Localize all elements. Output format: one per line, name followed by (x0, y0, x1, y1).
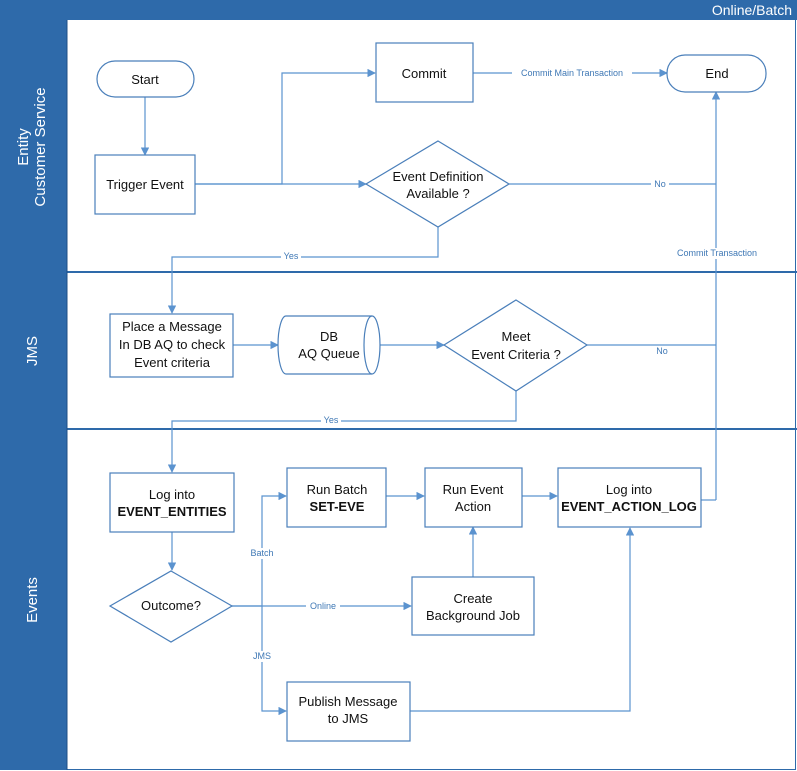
label-bg-yes-2 (321, 415, 341, 426)
publish-message-line-2: to JMS (328, 711, 369, 726)
label-bg-commit-transaction (670, 248, 764, 259)
label-bg-no-1 (651, 179, 669, 190)
edge-outcome-jms (261, 606, 287, 716)
label-bg-yes-1 (281, 251, 301, 262)
db-aq-queue-node (277, 315, 381, 375)
place-message-line-3: Event criteria (134, 355, 211, 370)
outcome-label: Outcome? (141, 598, 201, 613)
log-action-log-line-2: EVENT_ACTION_LOG (561, 499, 697, 514)
log-action-log-line-1: Log into (606, 482, 652, 497)
edge-label-jms: JMS (253, 651, 271, 661)
run-event-action-line-2: Action (455, 499, 491, 514)
create-background-job-line-2: Background Job (426, 608, 520, 623)
pool-title: Online/Batch (712, 2, 792, 18)
commit-node (375, 42, 474, 103)
end-node (666, 54, 767, 93)
run-batch-line-2: SET-EVE (310, 499, 365, 514)
edge-label-yes-1: Yes (284, 251, 299, 261)
pool-header (0, 0, 797, 20)
event-definition-decision (364, 140, 511, 228)
log-action-log-node (557, 467, 702, 528)
label-bg-no-2 (653, 346, 671, 357)
edge-definition-yes (167, 227, 439, 314)
db-aq-queue-line-1: DB (320, 329, 338, 344)
label-bg-batch (248, 548, 276, 559)
edge-criteria-yes (167, 391, 517, 473)
create-background-job-line-1: Create (453, 591, 492, 606)
place-message-node (109, 313, 234, 378)
log-entities-line-2: EVENT_ENTITIES (117, 504, 226, 519)
edge-label-yes-2: Yes (324, 415, 339, 425)
commit-label: Commit (402, 66, 447, 81)
place-message-line-1: Place a Message (122, 319, 222, 334)
edge-label-no-2: No (656, 346, 668, 356)
edge-label-commit-transaction: Commit Transaction (677, 248, 757, 258)
run-event-action-line-1: Run Event (443, 482, 504, 497)
start-label: Start (131, 72, 159, 87)
db-aq-queue-line-2: AQ Queue (298, 346, 359, 361)
trigger-event-label: Trigger Event (106, 177, 184, 192)
trigger-event-node (94, 154, 196, 215)
label-bg-jms (251, 651, 273, 662)
edge-label-batch: Batch (250, 548, 273, 558)
outcome-decision (108, 570, 234, 643)
edge-label-no-1: No (654, 179, 666, 189)
event-definition-line-1: Event Definition (392, 169, 483, 184)
lane-label-customer-service: Customer Service (32, 87, 49, 206)
lane-label-jms: JMS (24, 336, 41, 366)
event-definition-line-2: Available ? (406, 186, 469, 201)
place-message-line-2: In DB AQ to check (119, 337, 226, 352)
end-label: End (705, 66, 728, 81)
meet-criteria-line-2: Event Criteria ? (471, 347, 561, 362)
edge-label-commit-main: Commit Main Transaction (521, 68, 623, 78)
run-batch-node (286, 467, 387, 528)
run-event-action-node (424, 467, 523, 528)
label-bg-commit-main (512, 68, 632, 79)
log-entities-line-1: Log into (149, 487, 195, 502)
lane-label-entity: Entity (15, 128, 32, 166)
edge-label-online: Online (310, 601, 336, 611)
log-entities-node (109, 472, 235, 533)
run-batch-line-1: Run Batch (307, 482, 368, 497)
db-aq-queue-rim (363, 315, 373, 375)
lane-label-column (0, 20, 67, 770)
edge-publish-log (410, 527, 635, 712)
publish-message-node (286, 681, 411, 742)
label-bg-online (306, 601, 340, 612)
lane-label-events: Events (24, 577, 41, 623)
create-background-job-node (411, 576, 535, 636)
publish-message-line-1: Publish Message (299, 694, 398, 709)
start-node (96, 60, 195, 98)
meet-criteria-line-1: Meet (502, 329, 531, 344)
meet-criteria-decision (442, 299, 589, 392)
